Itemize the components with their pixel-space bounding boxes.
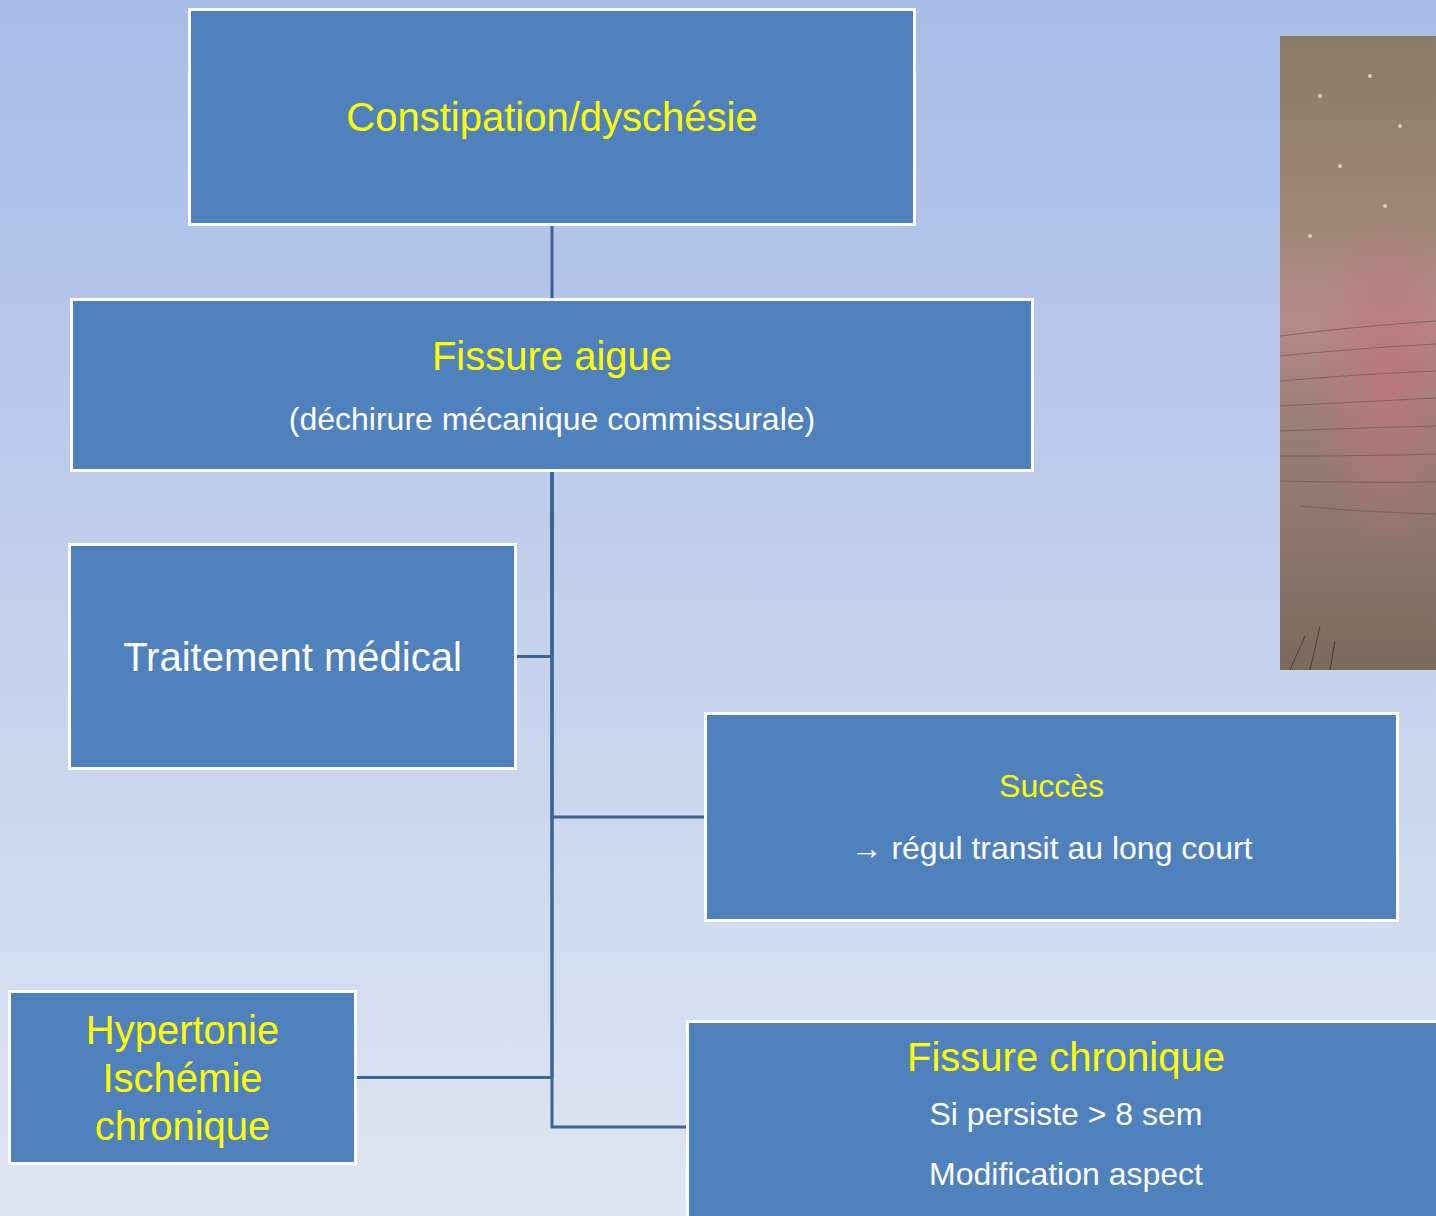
connector-line [552, 472, 704, 817]
node-text: Modification aspect [929, 1155, 1203, 1193]
connector-line [551, 226, 554, 298]
connector-line [552, 472, 686, 1127]
outcome-box: Fissure chronique Si persiste > 8 semModi… [686, 1020, 1436, 1216]
cause-box: Hypertonie Ischémie chronique [8, 990, 357, 1165]
treatment-box: Traitement médical [68, 543, 517, 770]
node-text: → régul transit au long court [851, 829, 1253, 867]
node-text: Si persiste > 8 sem [930, 1095, 1203, 1133]
start-box: Constipation/dyschésie [188, 8, 916, 226]
node-title: Hypertonie Ischémie chronique [21, 1006, 344, 1150]
node-title: Fissure chronique [907, 1033, 1225, 1081]
outcome-box: Succès → régul transit au long court [704, 712, 1399, 922]
process-box: Fissure aigue (déchirure mécanique commis… [70, 298, 1034, 472]
node-title: Succès [999, 767, 1104, 805]
node-title: Fissure aigue [432, 332, 672, 380]
node-title: Constipation/dyschésie [346, 93, 757, 141]
node-text: (déchirure mécanique commissurale) [289, 400, 815, 438]
clinical-photo [1280, 36, 1436, 670]
connector-line [517, 472, 552, 657]
node-title: Traitement médical [123, 633, 462, 681]
